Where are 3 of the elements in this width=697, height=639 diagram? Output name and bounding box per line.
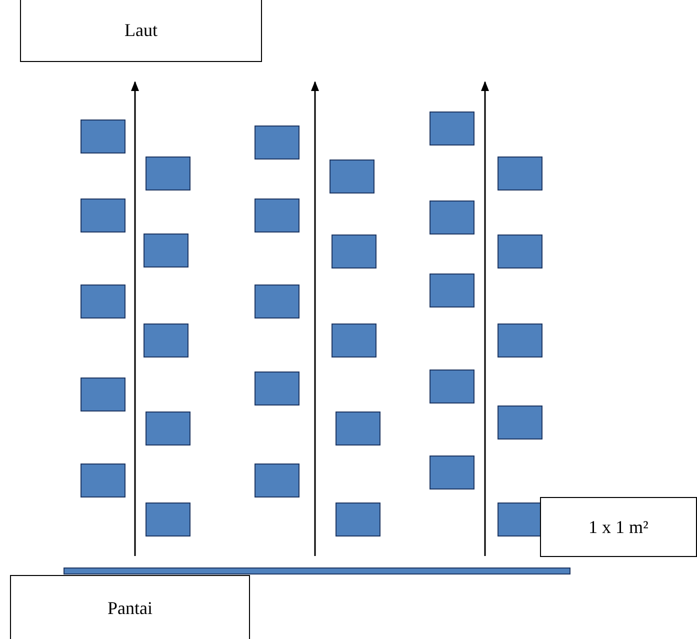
quadrat-size-box: 1 x 1 m² [540, 497, 697, 557]
beach-label-box: Pantai [10, 575, 250, 639]
sea-label-box: Laut [20, 0, 262, 62]
